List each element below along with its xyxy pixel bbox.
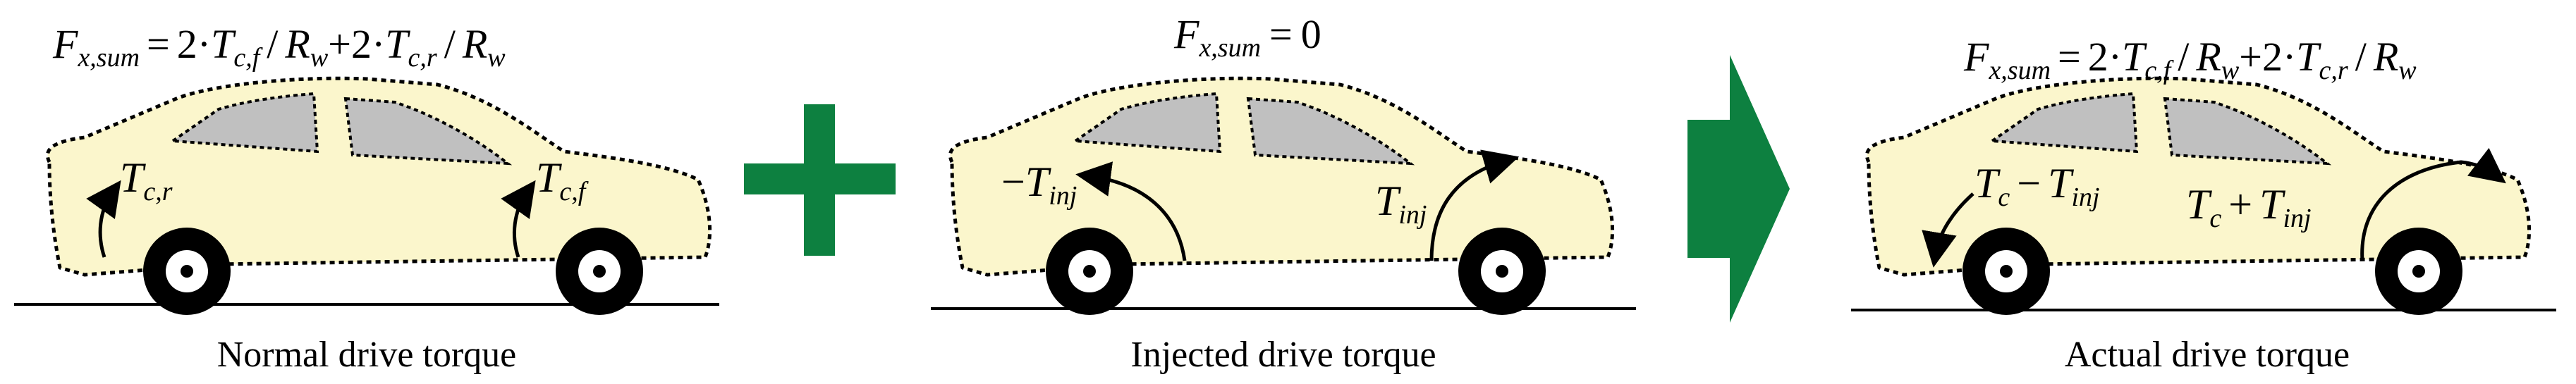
plus-operator bbox=[744, 104, 896, 256]
caption-injected: Injected drive torque bbox=[1130, 335, 1436, 375]
caption-actual: Actual drive torque bbox=[2065, 335, 2350, 375]
panel-normal bbox=[14, 78, 719, 315]
rear-torque-label-normal: Tc,r bbox=[120, 154, 173, 206]
equation-actual: Fx,sum=2·Tc,f/Rw+2·Tc,r/Rw bbox=[1963, 34, 2417, 85]
panel-actual bbox=[1851, 78, 2556, 315]
equation-injected: Fx,sum=0 bbox=[1173, 11, 1321, 63]
arrow-operator bbox=[1687, 55, 1790, 323]
rear-torque-label-injected: −Tinj bbox=[1001, 159, 1077, 211]
rear-torque-arrow bbox=[1922, 192, 1974, 268]
rear-torque-arrow bbox=[1075, 161, 1187, 261]
panel-injected bbox=[931, 78, 1636, 315]
front-torque-label-normal: Tc,f bbox=[536, 154, 589, 206]
caption-normal: Normal drive torque bbox=[217, 335, 517, 375]
front-torque-arrow bbox=[1429, 149, 1520, 261]
rear-torque-arrow bbox=[86, 180, 121, 258]
front-torque-label-actual: Tc+Tinj bbox=[2186, 181, 2312, 233]
front-torque-arrow bbox=[501, 180, 536, 258]
equation-normal: Fx,sum=2·Tc,f/Rw+2·Tc,r/Rw bbox=[52, 21, 506, 73]
front-torque-label-injected: Tinj bbox=[1375, 178, 1427, 230]
front-torque-arrow bbox=[2360, 147, 2506, 261]
rear-torque-label-actual: Tc−Tinj bbox=[1974, 160, 2100, 212]
